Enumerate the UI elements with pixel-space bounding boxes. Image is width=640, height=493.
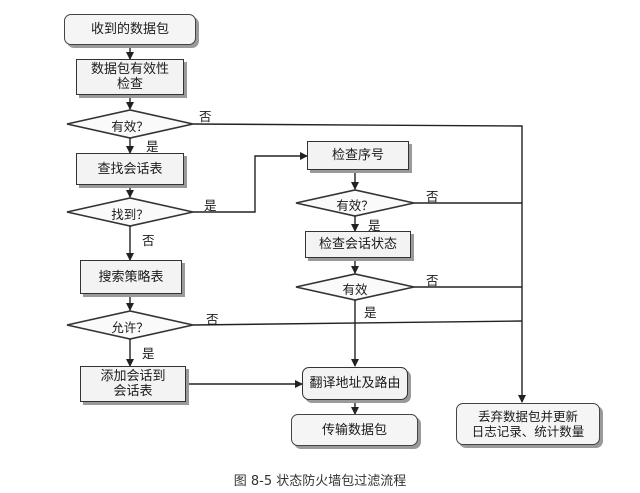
add-session-label-2: 会话表 xyxy=(113,384,153,399)
received-packet-box: 收到的数据包 xyxy=(64,14,196,45)
valid2-yes-label: 是 xyxy=(368,218,381,233)
transmit-packet-label: 传输数据包 xyxy=(321,422,387,438)
find-session-box: 查找会话表 xyxy=(76,153,184,185)
decision-valid3-label: 有效 xyxy=(342,282,368,297)
decision-found-label: 找到？ xyxy=(111,207,149,222)
decision-valid2-label: 有效？ xyxy=(336,198,374,213)
edge-allowed-no xyxy=(192,320,523,326)
add-session-label-1: 添加会话到 xyxy=(100,369,166,384)
discard-packet-label-1: 丢弃数据包并更新 xyxy=(477,409,578,424)
translate-route-box: 翻译地址及路由 xyxy=(302,367,408,400)
valid2-no-label: 否 xyxy=(426,189,439,204)
found-no-label: 否 xyxy=(142,233,155,248)
transmit-packet-box: 传输数据包 xyxy=(291,414,418,446)
validity-check-box: 数据包有效性 检查 xyxy=(76,59,184,95)
search-policy-box: 搜索策略表 xyxy=(80,260,182,294)
check-sequence-label: 检查序号 xyxy=(331,148,384,163)
discard-packet-box: 丢弃数据包并更新 日志记录、统计数量 xyxy=(456,403,600,445)
edge-found-yes xyxy=(193,152,308,213)
edge-valid1-no xyxy=(192,123,526,403)
figure-caption: 图 8-5 状态防火墙包过滤流程 xyxy=(233,474,407,489)
check-sequence-box: 检查序号 xyxy=(307,141,409,170)
check-session-state-box: 检查会话状态 xyxy=(305,231,411,258)
valid3-yes-label: 是 xyxy=(364,305,377,320)
decision-valid1-label: 有效？ xyxy=(111,119,149,134)
check-session-state-label: 检查会话状态 xyxy=(318,237,397,252)
valid1-yes-label: 是 xyxy=(146,139,159,154)
validity-check-label-1: 数据包有效性 xyxy=(90,62,169,77)
find-session-label: 查找会话表 xyxy=(97,161,163,177)
received-packet-label: 收到的数据包 xyxy=(90,22,169,37)
found-yes-label: 是 xyxy=(204,198,217,213)
allowed-yes-label: 是 xyxy=(142,346,155,361)
valid1-no-label: 否 xyxy=(199,109,212,124)
discard-packet-label-2: 日志记录、统计数量 xyxy=(471,424,585,439)
validity-check-label-2: 检查 xyxy=(116,77,143,92)
allowed-no-label: 否 xyxy=(206,312,219,327)
search-policy-label: 搜索策略表 xyxy=(98,269,164,285)
translate-route-label: 翻译地址及路由 xyxy=(309,376,401,391)
valid3-no-label: 否 xyxy=(426,273,439,288)
decision-allowed-label: 允许？ xyxy=(111,320,149,335)
add-session-box: 添加会话到 会话表 xyxy=(80,366,186,402)
